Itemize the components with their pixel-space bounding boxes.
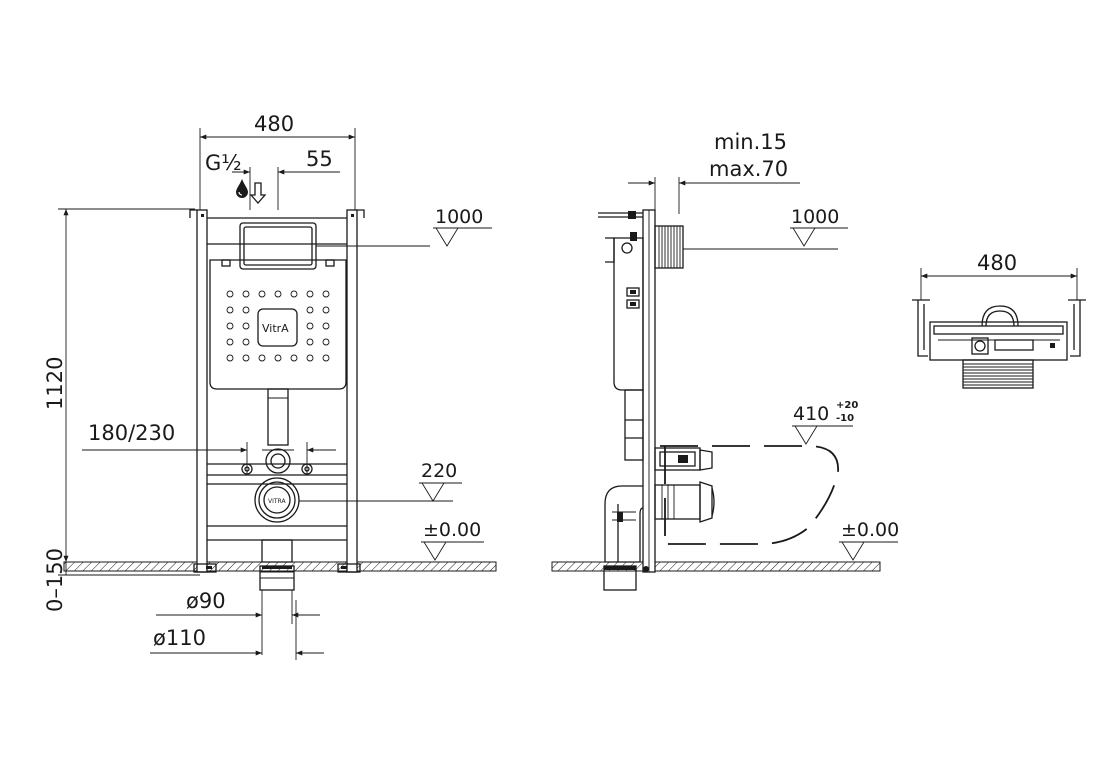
threaded-rod <box>654 225 684 269</box>
top-view: 480 <box>912 251 1086 389</box>
side-floor-level-label: ±0.00 <box>841 519 899 541</box>
pipe-110-label: ø110 <box>153 626 206 650</box>
top-cistern-body <box>929 321 1068 361</box>
inlet-size-label: G½ <box>205 151 242 175</box>
front-flush-level-label: 1000 <box>435 206 483 228</box>
water-drop-icon <box>236 179 248 198</box>
level-triangle-icon <box>792 425 853 445</box>
cistern-dot <box>322 306 330 314</box>
cistern-dot <box>226 322 234 330</box>
cistern-dot <box>306 306 314 314</box>
flush-plate <box>239 222 317 270</box>
level-triangle-icon <box>421 541 484 561</box>
cistern-dot <box>226 354 234 362</box>
pipe-90-label: ø90 <box>186 589 226 613</box>
leg-adjust-label: 0–150 <box>43 548 67 612</box>
cistern-dot <box>242 338 250 346</box>
front-floor-level-label: ±0.00 <box>423 519 481 541</box>
brand-logo: VitrA <box>262 322 289 335</box>
cistern-dot <box>274 354 282 362</box>
cistern-dot <box>290 290 298 298</box>
cistern-dot <box>322 338 330 346</box>
bowl-outline <box>660 445 839 545</box>
level-triangle-icon <box>790 227 848 247</box>
cistern-dot <box>290 354 298 362</box>
bowl-height-label: 410 <box>793 403 829 425</box>
side-view: min.15 max.70 <box>551 130 899 591</box>
cistern-dot <box>258 354 266 362</box>
depth-min-label: min.15 <box>714 130 787 154</box>
front-width-label: 480 <box>254 112 294 136</box>
side-flush-level-label: 1000 <box>791 206 839 228</box>
depth-max-label: max.70 <box>709 157 788 181</box>
cistern-body <box>209 259 347 390</box>
svg-text:VITRA: VITRA <box>268 498 286 505</box>
cistern-dot <box>226 290 234 298</box>
right-frame-leg <box>346 209 358 573</box>
drain-connector: VITRA <box>254 477 300 523</box>
cistern-dot <box>242 306 250 314</box>
frame-height-label: 1120 <box>43 357 67 410</box>
cistern-dot <box>242 354 250 362</box>
cistern-dot <box>242 290 250 298</box>
cistern-dot <box>226 338 234 346</box>
front-view: 480 G½ 55 1120 0–150 <box>43 112 497 660</box>
level-triangle-icon <box>433 227 492 247</box>
brand-logo-box <box>257 308 298 347</box>
cistern-dot <box>306 290 314 298</box>
cistern-dot <box>322 290 330 298</box>
level-triangle-icon <box>419 482 462 502</box>
drain-level-label: 220 <box>421 460 457 482</box>
cistern-dot <box>306 338 314 346</box>
cistern-dot <box>274 290 282 298</box>
cistern-dot <box>242 322 250 330</box>
cistern-dot <box>306 354 314 362</box>
down-arrow-icon <box>249 182 267 204</box>
top-width-label: 480 <box>977 251 1017 275</box>
cistern-dot <box>258 290 266 298</box>
bowl-tolerance-plus: +20 <box>836 400 858 411</box>
inlet-offset-label: 55 <box>306 147 333 171</box>
cistern-dot-grid <box>226 290 330 362</box>
cistern-dot <box>322 322 330 330</box>
cistern-dot <box>226 306 234 314</box>
floor-hatch-side <box>551 561 881 572</box>
cistern-dot <box>322 354 330 362</box>
left-frame-leg <box>196 209 208 573</box>
bowl-tolerance-minus: -10 <box>836 413 854 424</box>
cistern-dot <box>306 322 314 330</box>
fixing-distance-label: 180/230 <box>88 421 175 445</box>
level-triangle-icon <box>839 541 898 561</box>
